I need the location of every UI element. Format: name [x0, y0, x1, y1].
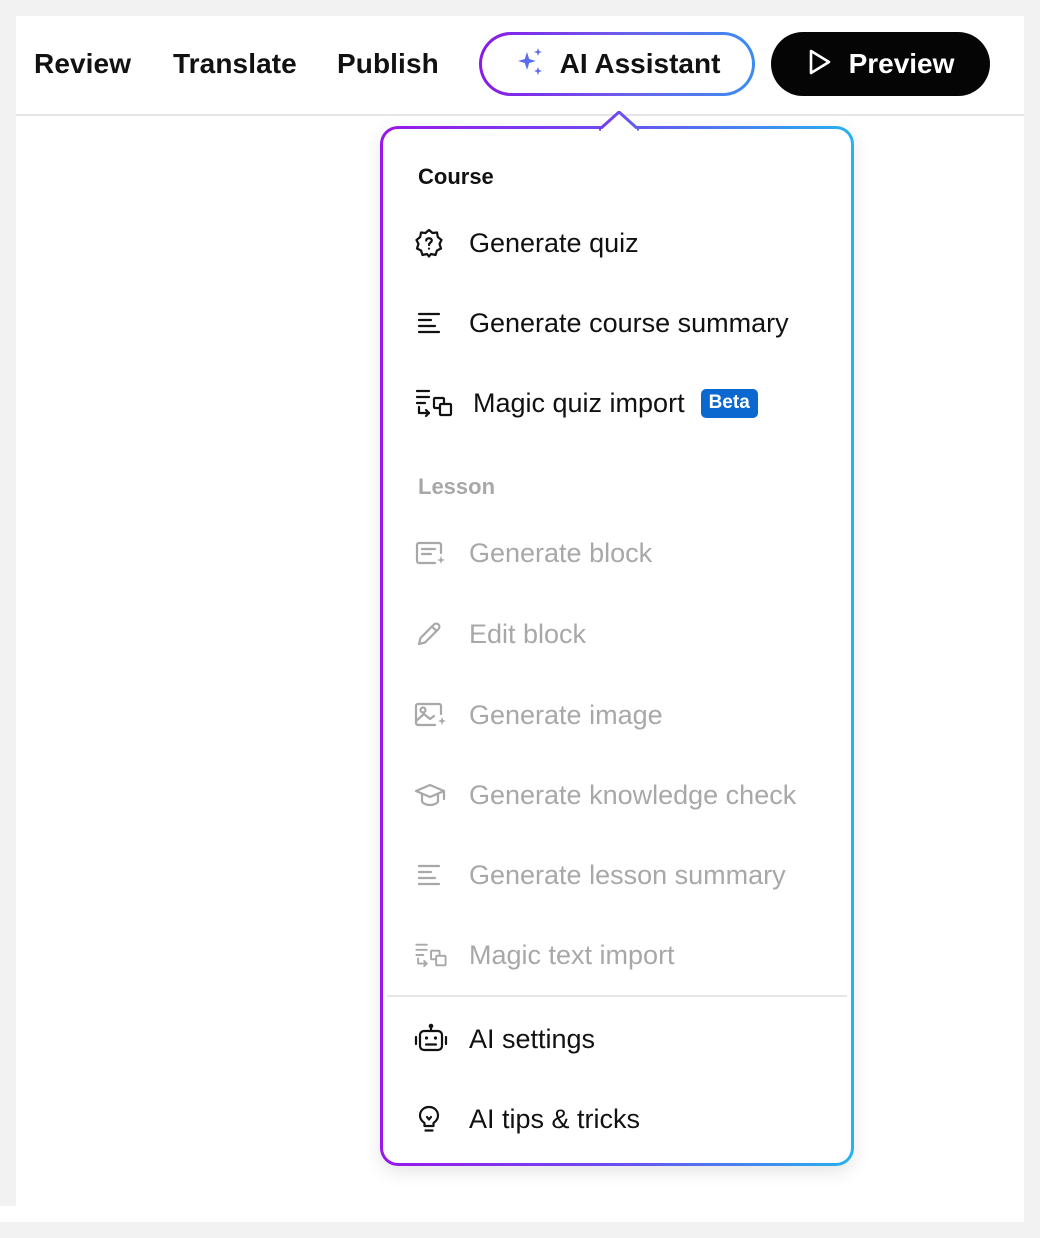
lightbulb-icon	[413, 1103, 453, 1135]
preview-button[interactable]: Preview	[771, 32, 990, 96]
nav-translate[interactable]: Translate	[173, 48, 297, 79]
menu-item-label: Generate image	[469, 700, 663, 730]
ai-assistant-button[interactable]: AI Assistant	[479, 32, 755, 96]
menu-item-label: Generate quiz	[469, 228, 639, 258]
nav-publish[interactable]: Publish	[337, 48, 439, 79]
menu-item-generate-image[interactable]: Generate image	[413, 687, 823, 743]
pencil-icon	[413, 618, 453, 650]
section-label-course: Course	[418, 164, 494, 189]
block-sparkle-icon	[413, 537, 453, 569]
menu-item-ai-tips-tricks[interactable]: AI tips & tricks	[413, 1091, 823, 1147]
menu-item-generate-course-summary[interactable]: Generate course summary	[413, 295, 823, 351]
image-sparkle-icon	[413, 699, 453, 731]
graduation-cap-icon	[413, 779, 453, 811]
popover-caret	[599, 111, 639, 133]
ai-assistant-button-body: AI Assistant	[482, 35, 752, 93]
menu-divider	[387, 995, 847, 997]
menu-item-ai-settings[interactable]: AI settings	[413, 1011, 823, 1067]
menu-item-generate-quiz[interactable]: Generate quiz	[413, 215, 823, 271]
menu-item-label: Edit block	[469, 619, 587, 649]
menu-item-label: Magic quiz import	[473, 388, 685, 418]
preview-label: Preview	[848, 48, 955, 79]
menu-item-label: Generate block	[469, 538, 653, 568]
top-toolbar: Review Translate Publish	[16, 16, 1024, 116]
import-icon	[413, 387, 459, 419]
ai-assistant-label: AI Assistant	[559, 48, 721, 79]
menu-item-label: Magic text import	[469, 940, 675, 970]
menu-item-label: Generate lesson summary	[469, 860, 786, 890]
beta-badge: Beta	[700, 388, 758, 418]
menu-item-edit-block[interactable]: Edit block	[413, 606, 823, 662]
menu-item-generate-knowledge-check[interactable]: Generate knowledge check	[413, 767, 823, 823]
ai-assistant-menu-body: Course Generate quiz Generate	[383, 129, 851, 1163]
quiz-badge-icon	[413, 227, 453, 259]
ai-assistant-menu: Course Generate quiz Generate	[380, 126, 854, 1166]
menu-item-label: AI tips & tricks	[469, 1104, 641, 1134]
section-label-lesson: Lesson	[418, 474, 496, 499]
summary-lines-icon	[413, 307, 453, 339]
menu-item-generate-block[interactable]: Generate block	[413, 525, 823, 581]
menu-item-label: Generate course summary	[469, 308, 789, 338]
menu-item-magic-text-import[interactable]: Magic text import	[413, 927, 823, 983]
sparkles-icon	[514, 46, 546, 83]
canvas-bottom-edge	[0, 1206, 308, 1222]
summary-lines-icon	[413, 859, 453, 891]
robot-icon	[413, 1023, 453, 1055]
play-icon	[807, 48, 833, 81]
nav-review[interactable]: Review	[34, 48, 132, 79]
menu-item-label: AI settings	[469, 1024, 596, 1054]
menu-item-generate-lesson-summary[interactable]: Generate lesson summary	[413, 847, 823, 903]
import-icon	[413, 939, 453, 971]
menu-item-label: Generate knowledge check	[469, 780, 797, 810]
menu-item-magic-quiz-import[interactable]: Magic quiz import Beta	[413, 375, 823, 431]
